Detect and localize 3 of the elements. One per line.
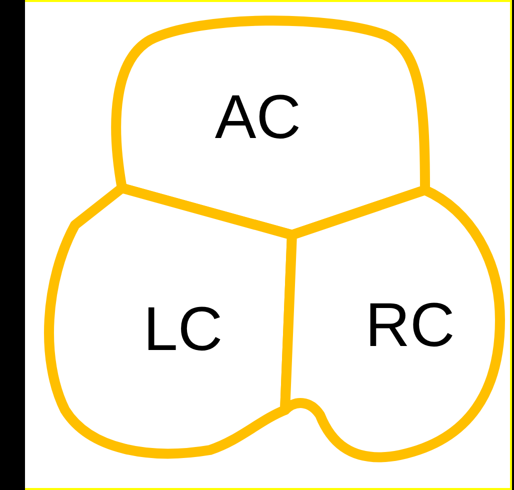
cusp-label: RC <box>365 295 455 357</box>
cusp-label: AC <box>214 87 302 149</box>
cusp-label: LC <box>143 299 223 361</box>
